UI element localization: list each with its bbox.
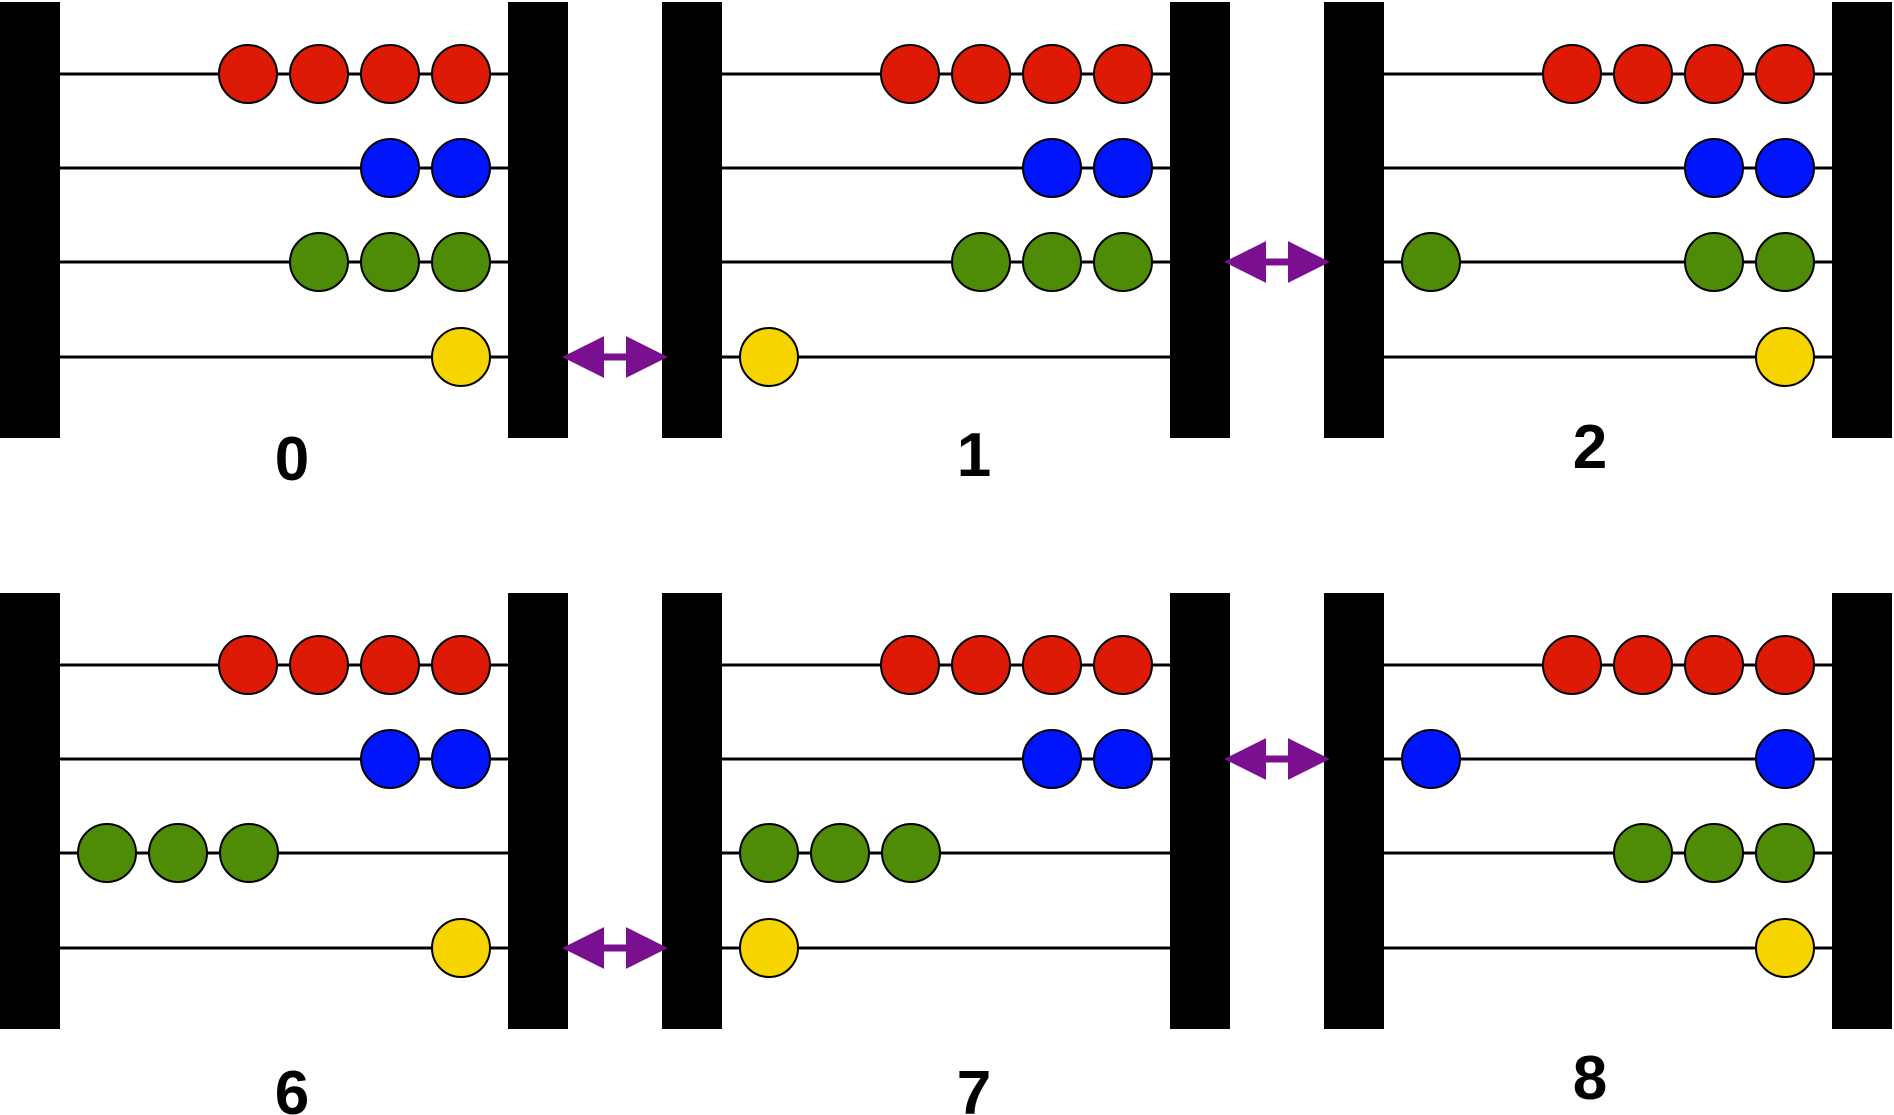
left-frame-bar [1324, 2, 1384, 438]
bead-row-3-right-2 [1022, 232, 1082, 292]
bead-row-4-right-1 [431, 327, 491, 387]
left-frame-bar [1324, 593, 1384, 1029]
bead-row-1-right-4 [1542, 44, 1602, 104]
bead-row-1-right-3 [289, 44, 349, 104]
bead-row-1-right-2 [1684, 44, 1744, 104]
bead-row-3-right-1 [1755, 232, 1815, 292]
bead-row-3-right-1 [1093, 232, 1153, 292]
right-frame-bar [508, 2, 568, 438]
abacus-6: 6 [0, 593, 568, 1115]
bead-row-4-right-1 [431, 918, 491, 978]
bead-row-2-right-1 [1093, 138, 1153, 198]
abacus-1: 1 [662, 2, 1230, 490]
bead-row-3-right-3 [289, 232, 349, 292]
left-frame-bar [0, 593, 60, 1029]
bead-row-1-right-1 [431, 635, 491, 695]
bead-row-1-right-1 [1755, 44, 1815, 104]
bead-row-1-right-2 [1022, 44, 1082, 104]
bead-row-1-right-2 [1684, 635, 1744, 695]
bead-row-3-right-3 [1613, 823, 1673, 883]
abacus-7: 7 [662, 593, 1230, 1115]
bead-row-2-right-1 [431, 729, 491, 789]
bead-row-1-right-2 [360, 44, 420, 104]
bead-row-3-right-1 [431, 232, 491, 292]
bead-row-1-right-3 [1613, 44, 1673, 104]
left-frame-bar [662, 2, 722, 438]
abacus-label: 6 [275, 1059, 309, 1115]
right-frame-bar [1170, 593, 1230, 1029]
bead-row-2-right-2 [360, 138, 420, 198]
bead-row-1-right-3 [1613, 635, 1673, 695]
bead-row-3-right-2 [1684, 823, 1744, 883]
bead-row-3-left-1 [77, 823, 137, 883]
abacus-label: 1 [957, 421, 991, 490]
abacus-8: 8 [1324, 593, 1892, 1113]
bead-row-2-left-1 [1401, 729, 1461, 789]
bead-row-1-right-4 [880, 44, 940, 104]
abacus-label: 0 [275, 425, 309, 494]
left-frame-bar [0, 2, 60, 438]
abacus-label: 8 [1573, 1044, 1607, 1113]
bead-row-2-right-1 [1755, 729, 1815, 789]
bead-row-1-right-1 [1755, 635, 1815, 695]
bead-row-2-right-2 [1022, 729, 1082, 789]
abacus-0: 0 [0, 2, 568, 494]
bead-row-1-right-1 [1093, 635, 1153, 695]
bead-row-1-right-3 [951, 44, 1011, 104]
bead-row-1-right-4 [1542, 635, 1602, 695]
bead-row-1-right-4 [218, 635, 278, 695]
bead-row-1-right-4 [218, 44, 278, 104]
bead-row-4-left-1 [739, 918, 799, 978]
bead-row-2-right-1 [431, 138, 491, 198]
bead-row-4-left-1 [739, 327, 799, 387]
bead-row-2-right-1 [1093, 729, 1153, 789]
bead-row-1-right-2 [1022, 635, 1082, 695]
right-frame-bar [1832, 2, 1892, 438]
bead-row-3-left-1 [739, 823, 799, 883]
transition-arrows [562, 241, 1330, 969]
bead-row-3-left-2 [148, 823, 208, 883]
bead-row-3-right-2 [1684, 232, 1744, 292]
bead-row-2-right-2 [1684, 138, 1744, 198]
abacus-label: 7 [957, 1059, 991, 1115]
left-frame-bar [662, 593, 722, 1029]
bead-row-1-right-1 [1093, 44, 1153, 104]
bead-row-3-left-2 [810, 823, 870, 883]
bead-row-3-right-2 [360, 232, 420, 292]
bead-row-1-right-1 [431, 44, 491, 104]
abacus-2: 2 [1324, 2, 1892, 482]
bead-row-2-right-2 [1022, 138, 1082, 198]
bead-row-3-left-3 [881, 823, 941, 883]
bead-row-2-right-2 [360, 729, 420, 789]
bead-row-3-left-1 [1401, 232, 1461, 292]
abacus-label: 2 [1573, 413, 1607, 482]
bead-row-1-right-3 [289, 635, 349, 695]
bead-row-1-right-4 [880, 635, 940, 695]
bead-row-3-left-3 [219, 823, 279, 883]
bead-row-4-right-1 [1755, 327, 1815, 387]
bead-row-3-right-1 [1755, 823, 1815, 883]
bead-row-3-right-3 [951, 232, 1011, 292]
bead-row-2-right-1 [1755, 138, 1815, 198]
right-frame-bar [508, 593, 568, 1029]
bead-row-4-right-1 [1755, 918, 1815, 978]
bead-row-1-right-3 [951, 635, 1011, 695]
right-frame-bar [1170, 2, 1230, 438]
bead-row-1-right-2 [360, 635, 420, 695]
right-frame-bar [1832, 593, 1892, 1029]
